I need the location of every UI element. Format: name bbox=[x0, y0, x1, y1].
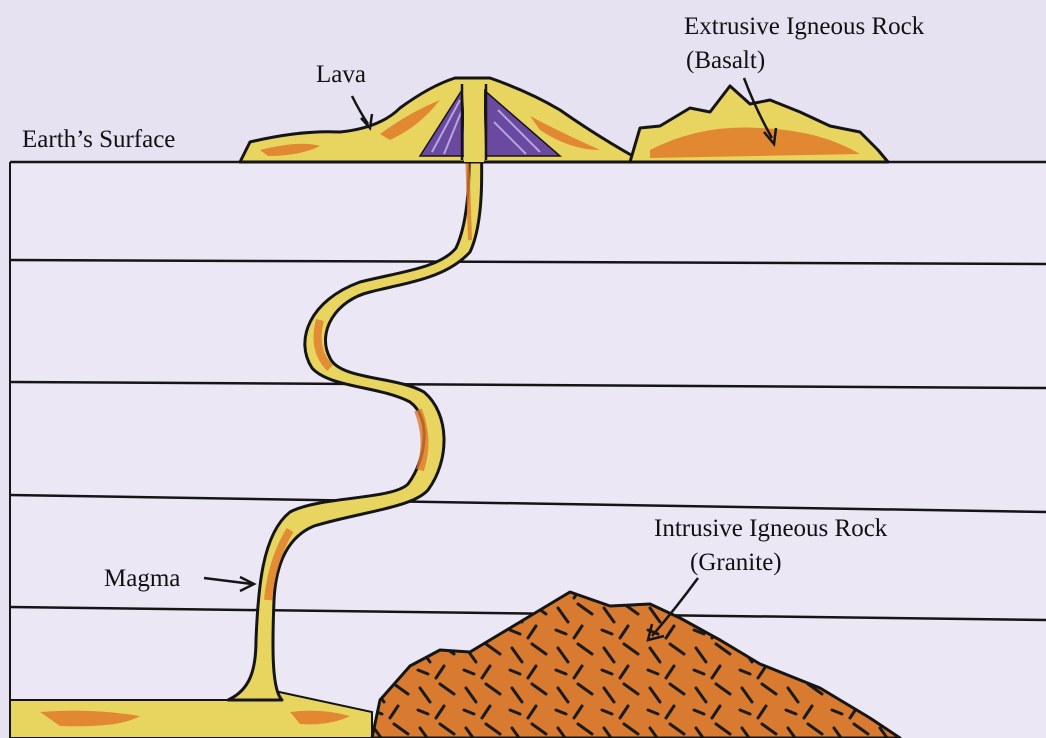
extrusive-label: Extrusive Igneous Rock bbox=[684, 13, 925, 40]
granite-label: (Granite) bbox=[690, 549, 782, 576]
intrusive-label: Intrusive Igneous Rock bbox=[654, 515, 888, 542]
magma-label: Magma bbox=[104, 565, 180, 592]
lava-label: Lava bbox=[316, 61, 366, 88]
earth-surface-label: Earth’s Surface bbox=[22, 126, 175, 153]
volcano-vent bbox=[464, 82, 484, 162]
basalt-label: (Basalt) bbox=[686, 47, 765, 74]
